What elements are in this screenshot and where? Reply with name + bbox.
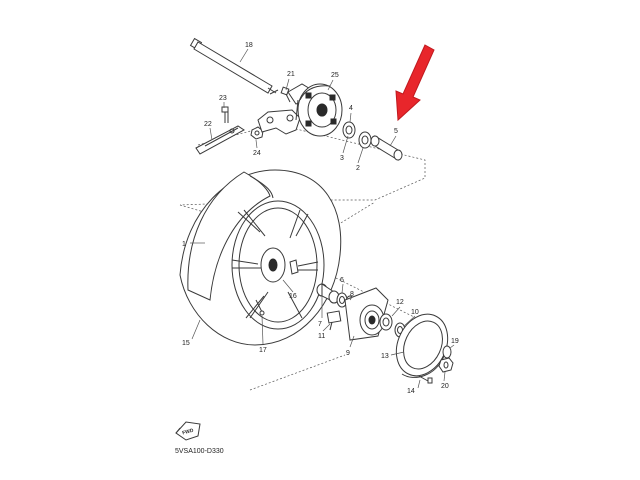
part-label-3: 3 [340,155,344,162]
bolt[interactable] [221,106,229,123]
part-label-20: 20 [441,383,449,390]
part-label-6: 6 [340,277,344,284]
bolt-small[interactable] [280,86,291,103]
part-label-8: 8 [350,291,354,298]
part-labels: 18 21 25 23 22 24 4 5 3 2 1 16 17 15 6 8… [182,42,459,395]
part-label-1: 1 [182,241,186,248]
part-label-9: 9 [346,350,350,357]
brake-ring[interactable] [387,306,458,384]
part-label-18: 18 [245,42,253,49]
diagram-code: 5VSA100-D330 [175,448,224,455]
part-label-7: 7 [318,321,322,328]
part-label-2: 2 [356,165,360,172]
axle[interactable] [189,37,279,95]
part-label-10: 10 [411,309,419,316]
part-label-19: 19 [451,338,459,345]
bearing-hub[interactable] [379,313,393,331]
part-label-15: 15 [182,340,190,347]
part-label-21: 21 [287,71,295,78]
part-label-5: 5 [394,128,398,135]
nut-20[interactable] [438,357,454,373]
valve[interactable] [255,299,265,316]
bolt-14[interactable] [418,375,433,384]
highlight-arrow [395,44,435,122]
part-label-22: 22 [204,121,212,128]
fwd-label: FWD [182,428,195,437]
rim[interactable] [231,200,325,330]
hub-plate[interactable] [297,83,343,137]
part-label-16: 16 [289,293,297,300]
part-label-12: 12 [396,299,404,306]
washer-19[interactable] [442,345,452,359]
nut[interactable] [250,126,264,140]
leader-lines [190,48,455,389]
forward-indicator: FWD [175,421,201,441]
clip-bolt[interactable] [326,310,342,331]
part-label-23: 23 [219,95,227,102]
part-label-11: 11 [318,333,325,340]
part-label-25: 25 [331,72,339,79]
part-label-13: 13 [381,353,389,360]
part-label-24: 24 [253,150,261,157]
bearing[interactable] [358,131,372,149]
oil-seal[interactable] [342,121,356,139]
chain-adjuster[interactable] [195,125,245,155]
part-label-4: 4 [349,105,353,112]
part-label-17: 17 [259,347,267,354]
part-label-14: 14 [407,388,415,395]
collar[interactable] [370,135,403,161]
